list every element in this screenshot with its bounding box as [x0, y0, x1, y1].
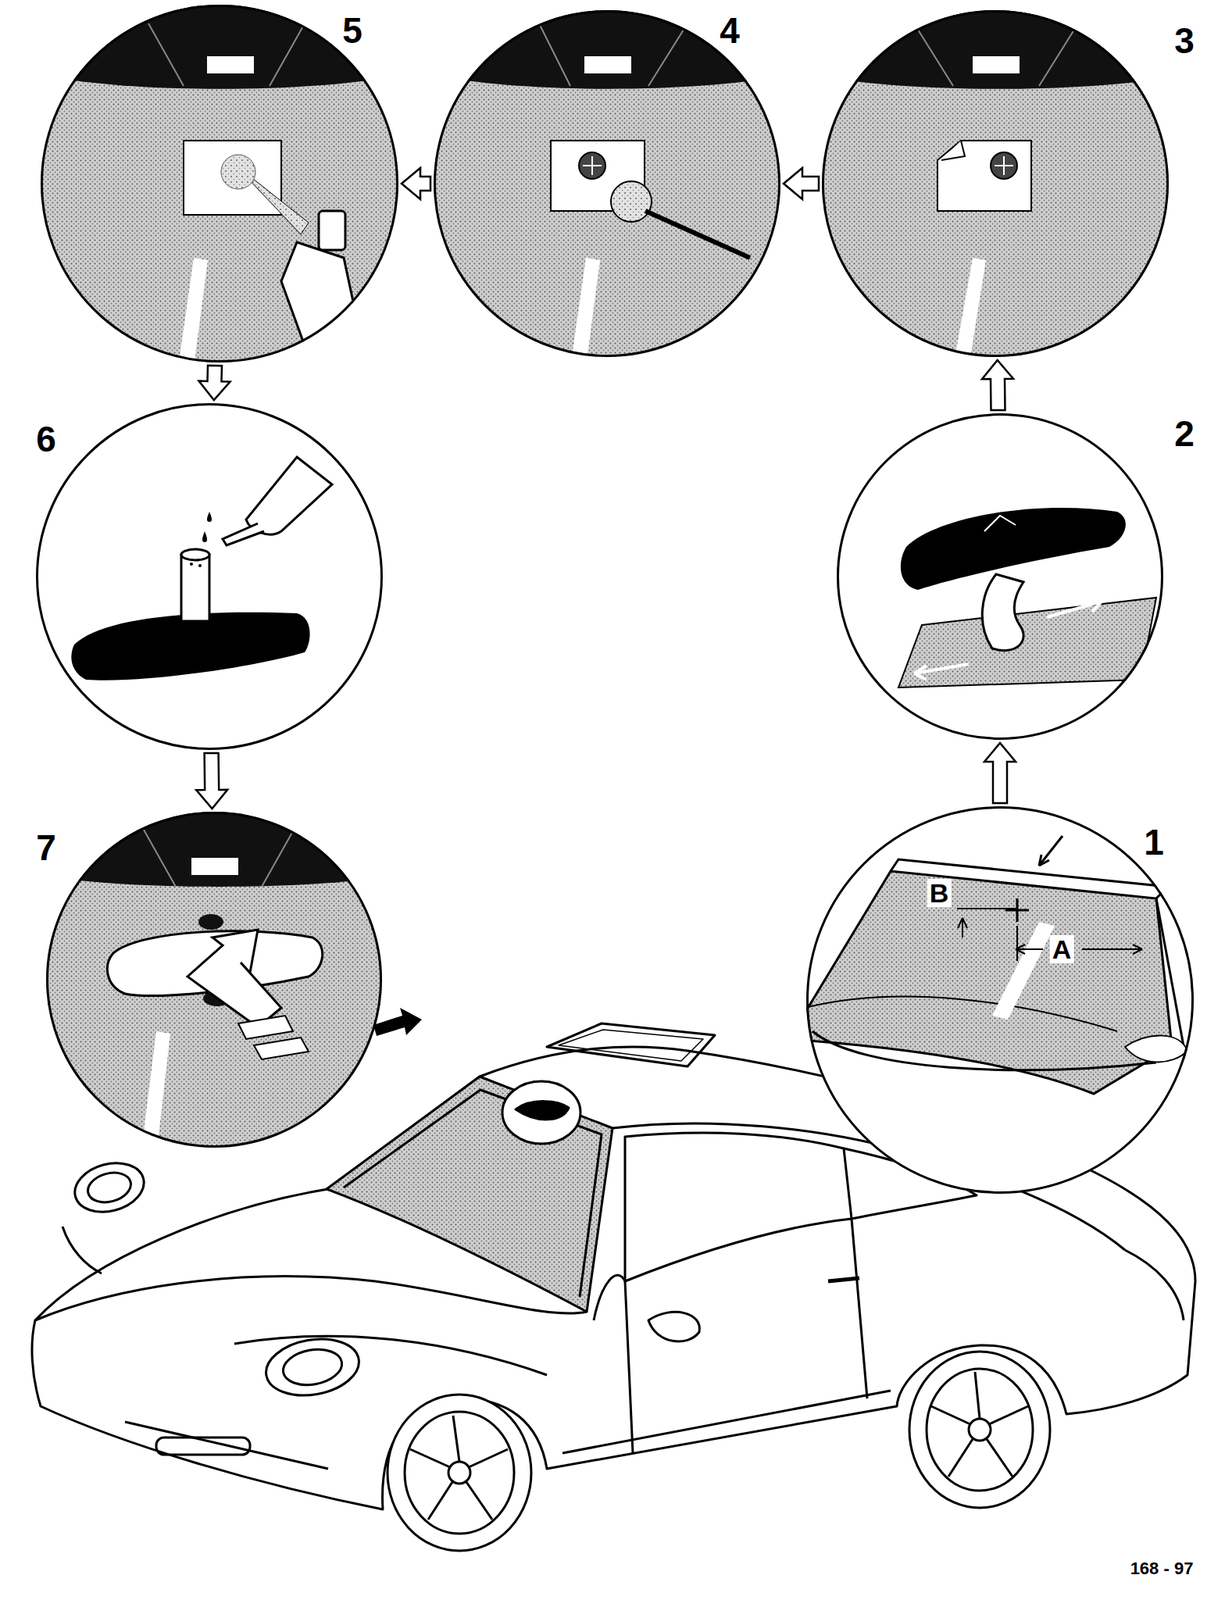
step-number: 6 [35, 421, 57, 458]
step-arrow [984, 742, 1016, 804]
step-circle: 3 [821, 10, 1169, 358]
circle-outline [40, 4, 399, 363]
circle-outline [46, 811, 383, 1148]
figure-number: 168 - 97 [1128, 1559, 1197, 1579]
step-number: 1 [1143, 824, 1165, 861]
circle-outline [836, 413, 1164, 740]
step-arrow [199, 365, 231, 400]
step-circle: 1 [806, 806, 1194, 1194]
step-number: 2 [1174, 415, 1195, 452]
detail-apply-activator [39, 0, 407, 368]
detail-remove-foil [812, 0, 1188, 375]
step-circle: 7 [46, 811, 383, 1148]
step-arrow [783, 167, 819, 200]
step-circle: 2 [836, 413, 1164, 740]
step-arrow [196, 753, 228, 809]
circle-outline [806, 806, 1194, 1194]
step-arrow [982, 360, 1014, 411]
pointer-arrow [373, 1007, 422, 1036]
step-number: 7 [35, 829, 57, 866]
detail-windshield [789, 806, 1196, 1194]
step-circle: 6 [35, 403, 383, 750]
circle-outline [821, 10, 1169, 358]
circle-outline [433, 10, 781, 358]
step-number: 5 [342, 12, 363, 49]
step-circle: 5 [40, 4, 399, 363]
detail-clean-base [429, 0, 790, 368]
step-arrow [401, 167, 431, 200]
detail-mirror-cleaning [836, 413, 1164, 740]
step-number: 3 [1174, 22, 1195, 59]
circle-outline [35, 403, 383, 750]
step-circle: 4 [433, 10, 781, 358]
step-number: 4 [719, 12, 740, 49]
detail-apply-adhesive [35, 403, 383, 750]
dimension-label: B [927, 878, 952, 908]
dimension-label: A [1050, 935, 1075, 964]
detail-press-mirror [39, 804, 399, 1165]
